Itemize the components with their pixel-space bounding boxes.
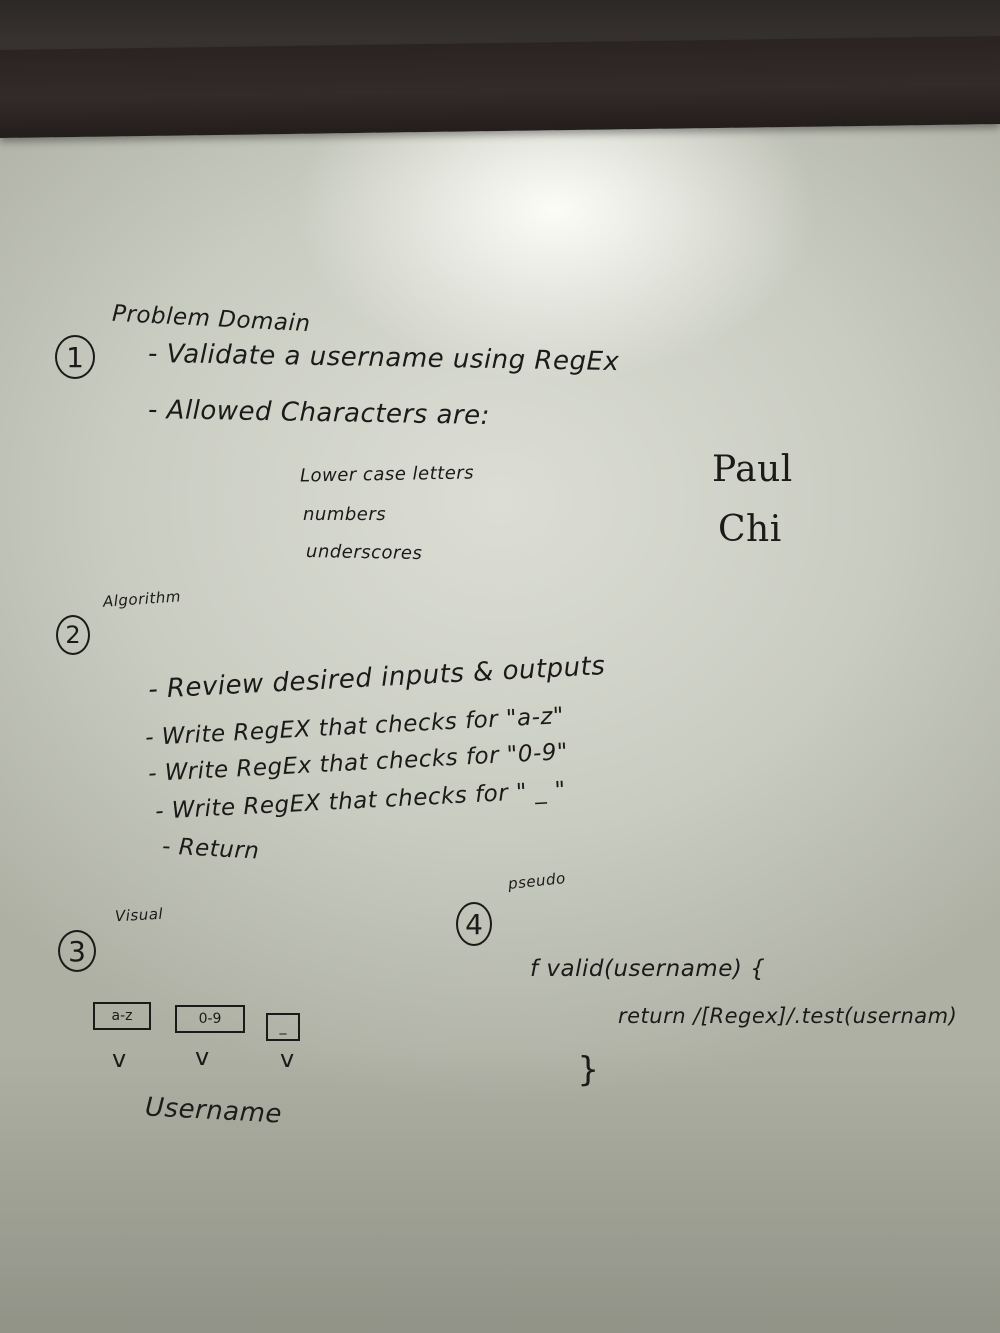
visual-box-0-9: 0-9 [175, 1005, 245, 1033]
visual-box-underscore: _ [266, 1013, 300, 1041]
section-4-title: pseudo [507, 869, 567, 893]
allowed-item-underscores: underscores [305, 540, 423, 565]
algorithm-step-4: - Write RegEX that checks for " _ " [154, 777, 567, 825]
name-chi: Chi [718, 509, 782, 550]
section-2-number: 2 [56, 615, 90, 655]
pseudo-line-2: return /[Regex]/.test(usernam) [618, 1004, 958, 1028]
section-3-number: 3 [58, 930, 96, 972]
section-1-number: 1 [55, 335, 95, 379]
section-2-title: Algorithm [102, 587, 182, 611]
allowed-item-numbers: numbers [303, 504, 387, 525]
section-1-line-1: - Validate a username using RegEx [147, 338, 620, 378]
pseudo-line-1: f valid(username) { [530, 956, 766, 982]
whiteboard-frame [0, 36, 1000, 139]
section-3-title: Visual [114, 904, 164, 926]
allowed-item-lowercase: Lower case letters [299, 462, 475, 487]
section-1-title: Problem Domain [111, 300, 312, 338]
pseudo-line-3: } [578, 1050, 599, 1090]
algorithm-step-1: - Review desired inputs & outputs [147, 651, 607, 705]
visual-label-username: Username [144, 1092, 283, 1130]
check-mark-3: v [280, 1045, 295, 1073]
visual-box-a-z: a-z [93, 1002, 151, 1030]
name-paul: Paul [712, 449, 793, 490]
algorithm-step-5: - Return [161, 833, 261, 865]
section-4-number: 4 [456, 902, 492, 946]
check-mark-1: v [112, 1045, 127, 1073]
algorithm-step-3: - Write RegEx that checks for "0-9" [147, 739, 569, 787]
check-mark-2: v [195, 1043, 210, 1071]
section-1-line-2: - Allowed Characters are: [147, 395, 491, 431]
